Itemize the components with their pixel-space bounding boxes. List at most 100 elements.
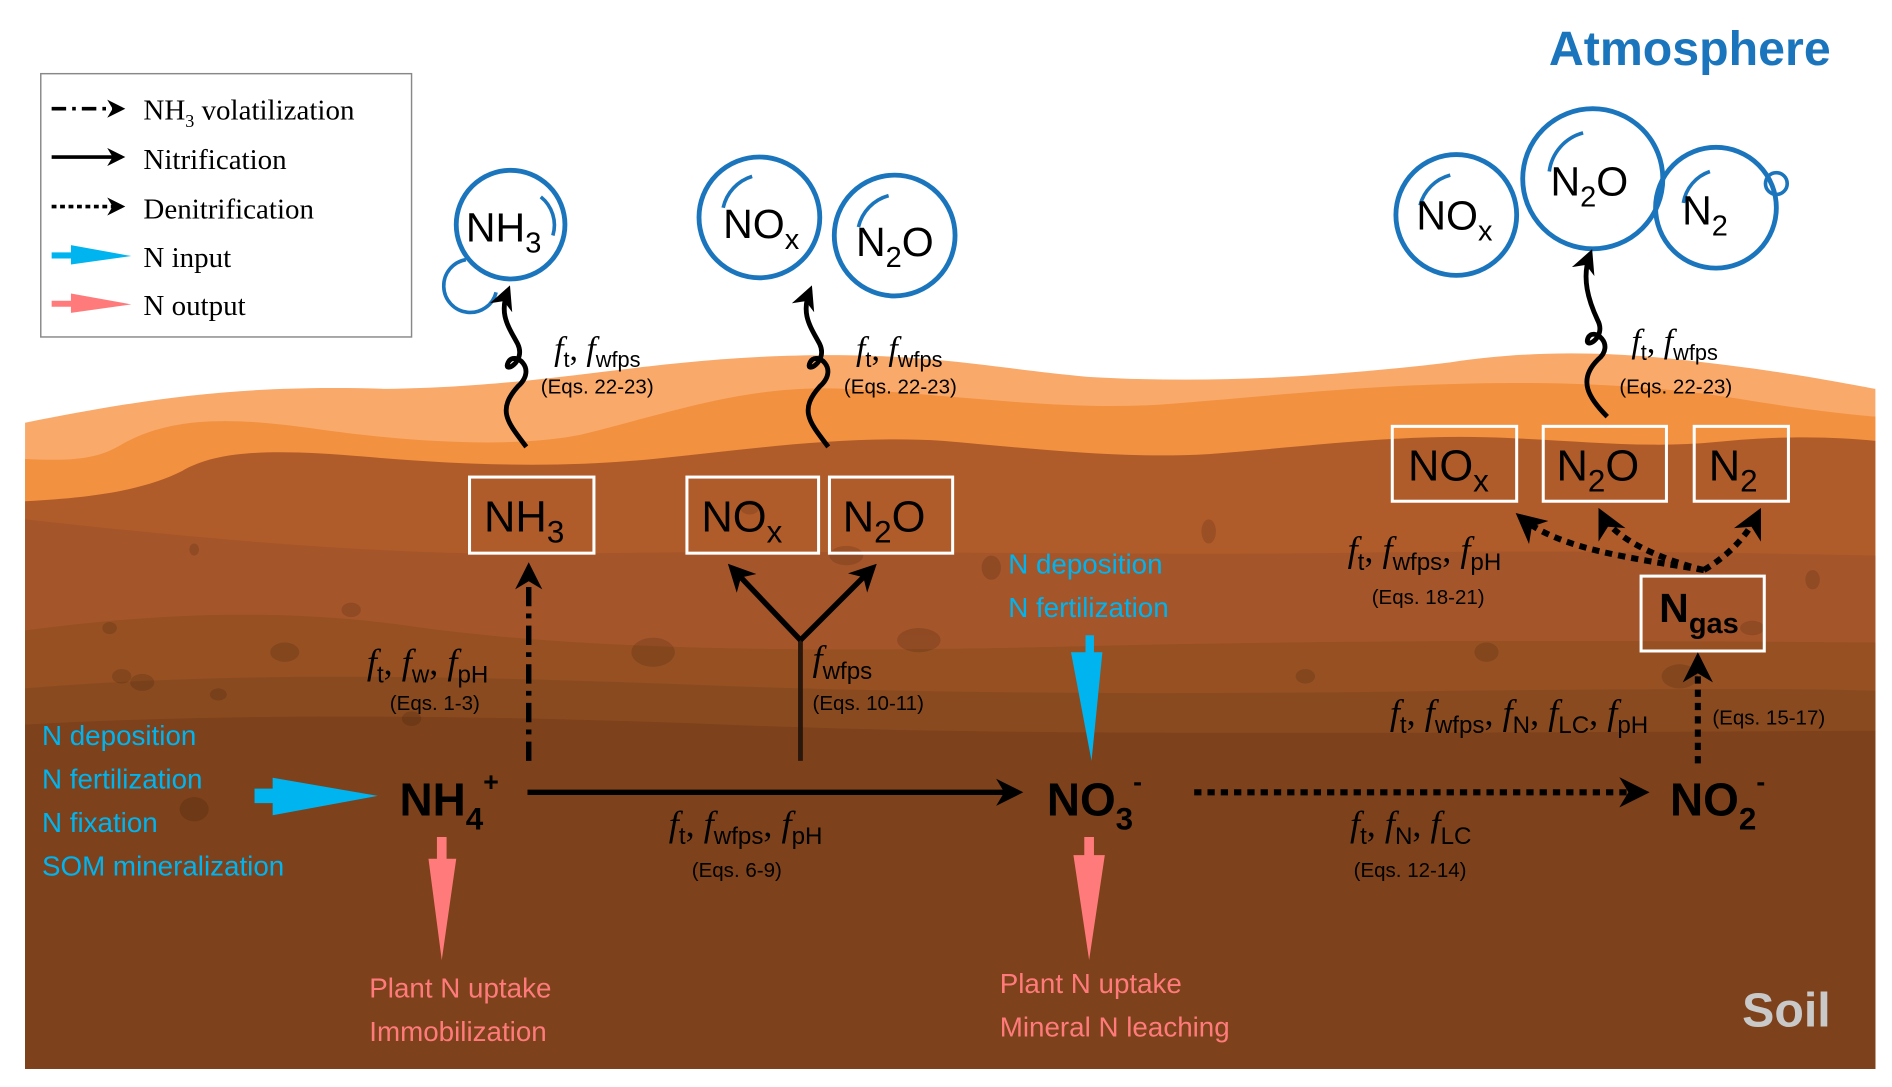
box-label: NOx <box>1408 443 1489 499</box>
input-label: N fertilization <box>1008 592 1168 623</box>
legend-item-volatilization: NH3 volatilization <box>51 95 355 131</box>
factor-text: ft, fwfps <box>856 331 943 372</box>
emission-arrow-nox-n2o-1 <box>791 285 831 449</box>
highlight-arc-icon <box>1547 131 1584 172</box>
small-circle-icon <box>441 257 498 315</box>
eqs-label: (Eqs. 10-11) <box>813 692 924 715</box>
output-label: Plant N uptake <box>369 973 551 1004</box>
soil-box-n2o-1: N2O <box>827 475 955 555</box>
n-inputs-nh4: N deposition N fertilization N fixation … <box>42 720 378 882</box>
legend-item-n-input: N input <box>51 242 231 274</box>
blue-arrow-icon <box>51 245 132 265</box>
molecule-circle-icon <box>453 167 568 282</box>
emission-factor-label-1: ft, fwfps (Eqs. 22-23) <box>541 331 654 399</box>
curly-arrow-icon <box>489 285 529 449</box>
soil-title: Soil <box>1742 984 1831 1038</box>
pool-no3: NO3- <box>1047 767 1142 837</box>
legend-label: N input <box>143 242 231 274</box>
box-label: NH3 <box>484 493 564 549</box>
curly-arrow-icon <box>1571 249 1609 419</box>
n-input-arrow-icon <box>1071 635 1103 761</box>
molecule-label: N2 <box>1682 188 1728 243</box>
eqs-label: (Eqs. 22-23) <box>1619 376 1732 399</box>
legend-label: Nitrification <box>143 144 287 176</box>
soil-box-ngas: Ngas <box>1639 574 1766 653</box>
atm-molecule-nox-2: NOx <box>1393 152 1520 278</box>
atm-molecule-n2o-1: N2O <box>831 172 958 299</box>
input-label: N deposition <box>42 720 196 751</box>
output-label: Mineral N leaching <box>1000 1011 1230 1042</box>
soil-box-nh3: NH3 <box>468 475 596 555</box>
n-inputs-no3: N deposition N fertilization <box>1008 549 1169 761</box>
box-outline <box>827 475 955 555</box>
input-label: SOM mineralization <box>42 851 284 882</box>
molecule-label: NH3 <box>466 205 541 260</box>
eqs-label: (Eqs. 22-23) <box>541 376 654 399</box>
legend-label: Denitrification <box>143 194 314 226</box>
factor-text: fwfps <box>813 638 873 684</box>
legend-item-n-output: N output <box>51 290 246 322</box>
pool-no2: NO2- <box>1670 767 1765 837</box>
denitrif-to-nox-arrow <box>1515 513 1705 574</box>
highlight-arc-icon <box>539 195 557 237</box>
box-label: N2 <box>1709 443 1758 499</box>
n-input-arrow-icon <box>254 777 378 816</box>
legend-item-denitrification: Denitrification <box>51 194 314 226</box>
eqs-label: (Eqs. 22-23) <box>844 376 957 399</box>
factor-text: ft, fN, fLC <box>1350 804 1471 850</box>
n-outputs-nh4: Plant N uptake Immobilization <box>369 836 551 1047</box>
eqs-label: (Eqs. 15-17) <box>1712 707 1825 730</box>
pink-arrow-icon <box>51 293 132 313</box>
box-label: NOx <box>701 493 782 549</box>
factor-label-denitrif-1: ft, fN, fLC (Eqs. 12-14) <box>1350 804 1471 882</box>
atm-molecule-nox-1: NOx <box>696 154 823 281</box>
molecule-label: N2O <box>856 219 934 274</box>
box-outline <box>1390 424 1519 503</box>
output-label: Immobilization <box>369 1016 546 1047</box>
box-outline <box>1639 574 1766 653</box>
highlight-arc-icon <box>1418 173 1451 206</box>
legend-item-nitrification: Nitrification <box>51 144 287 176</box>
soil-pebbles <box>102 500 1820 822</box>
n-outputs-no3: Plant N uptake Mineral N leaching <box>1000 836 1230 1042</box>
factor-text: ft, fwfps, fpH <box>669 804 823 850</box>
atm-molecule-n2-2: N2 <box>1653 144 1790 271</box>
factor-text: ft, fwfps <box>554 331 641 372</box>
n-output-arrow-icon <box>428 836 457 961</box>
input-label: N fixation <box>42 807 158 838</box>
box-label: N2O <box>843 493 926 549</box>
atm-molecule-nh3: NH3 <box>441 167 568 315</box>
molecule-label: N2O <box>1550 159 1628 214</box>
box-label: Ngas <box>1659 585 1739 640</box>
molecule-label: NOx <box>723 201 800 256</box>
highlight-arc-icon <box>721 174 753 209</box>
atmosphere-title: Atmosphere <box>1549 22 1831 76</box>
denitrif-to-n2o-arrow <box>1598 507 1705 574</box>
output-label: Plant N uptake <box>1000 968 1182 999</box>
box-outline <box>685 475 821 555</box>
legend-label: NH3 volatilization <box>143 95 355 131</box>
nitrif-to-n2o-arrow <box>798 563 877 643</box>
factor-text: ft, fw, fpH <box>367 642 488 688</box>
eqs-label: (Eqs. 1-3) <box>390 692 480 715</box>
factor-text: ft, fwfps <box>1631 324 1718 365</box>
eqs-label: (Eqs. 18-21) <box>1372 586 1485 609</box>
molecule-circle-icon <box>696 154 823 281</box>
pool-nh4: NH4+ <box>399 767 498 837</box>
molecule-circle-icon <box>1520 106 1666 252</box>
box-label: N2O <box>1557 443 1640 499</box>
soil-box-nox-1: NOx <box>685 475 821 555</box>
input-label: N fertilization <box>42 764 202 795</box>
eqs-label: (Eqs. 12-14) <box>1354 859 1467 882</box>
legend-label: N output <box>143 290 245 322</box>
molecule-circle-icon <box>831 172 958 299</box>
box-outline <box>468 475 596 555</box>
molecule-circle-icon <box>1653 144 1779 271</box>
eqs-label: (Eqs. 6-9) <box>692 859 782 882</box>
soil-box-n2-2: N2 <box>1692 424 1790 503</box>
legend: NH3 volatilization Nitrification Denitri… <box>40 72 413 338</box>
box-outline <box>1541 424 1668 503</box>
box-outline <box>1692 424 1790 503</box>
soil-layer-deep <box>25 716 1876 1069</box>
